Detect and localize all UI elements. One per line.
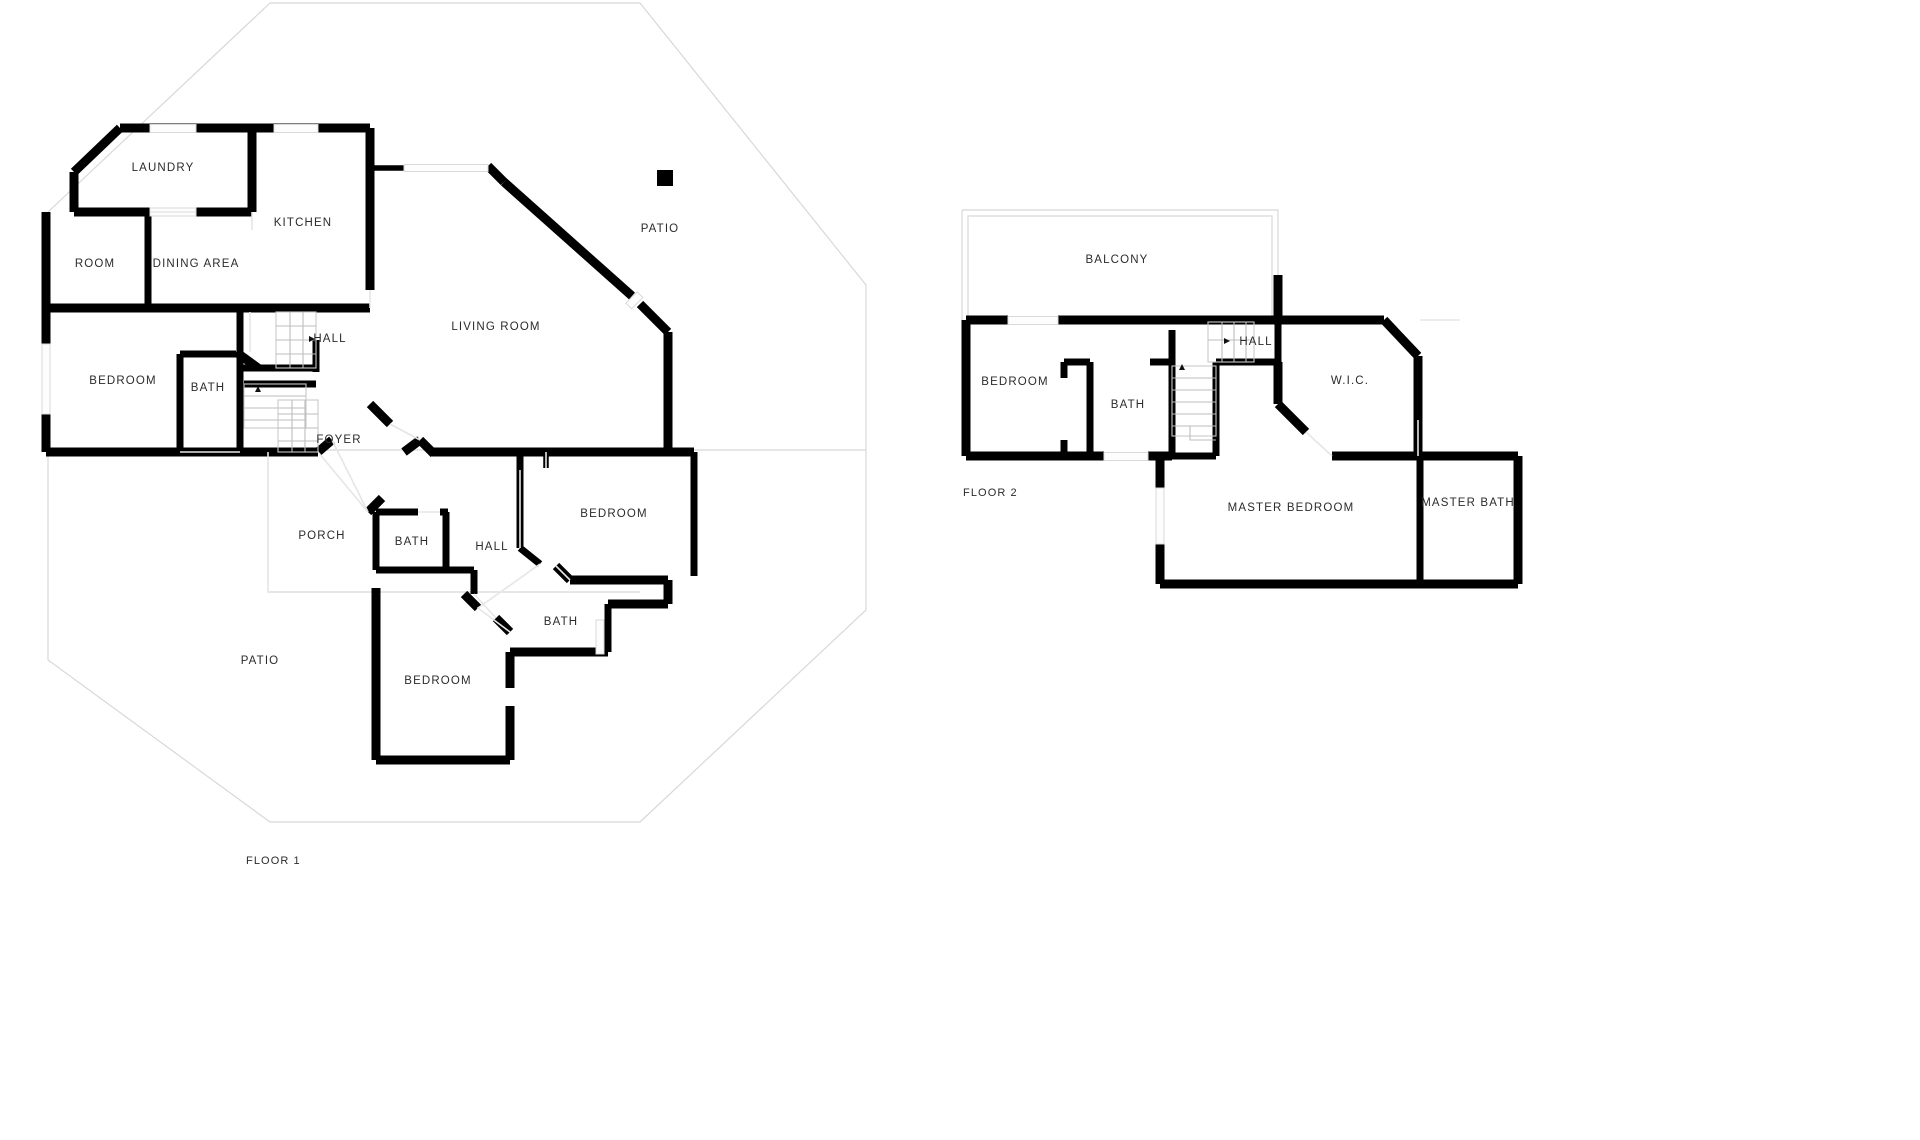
room-label-bedroom-east: BEDROOM	[580, 508, 647, 520]
window-living-ne	[625, 291, 644, 310]
floor2-windows	[1007, 316, 1165, 545]
room-label-bath-west: BATH	[191, 382, 225, 394]
room-label-living-room: LIVING ROOM	[451, 321, 540, 333]
window-laundry-n1	[149, 124, 197, 133]
room-label-master-bedroom: MASTER BEDROOM	[1228, 502, 1355, 514]
floor1-room-labels: LAUNDRY KITCHEN ROOM DINING AREA LIVING …	[75, 162, 680, 687]
room-label-bath-south: BATH	[395, 536, 429, 548]
room-label-laundry: LAUNDRY	[132, 162, 195, 174]
floor1-doors	[150, 211, 547, 548]
room-label-patio-bottom: PATIO	[241, 655, 280, 667]
room-label-hall-lower: HALL	[475, 541, 508, 553]
room-label-room: ROOM	[75, 258, 115, 270]
room-label-hall-upper: HALL	[313, 333, 346, 345]
window-kitchen-e	[403, 164, 489, 172]
floor2-balcony-outline	[961, 209, 1460, 321]
floor-2-caption: FLOOR 2	[963, 487, 1018, 499]
floor2-room-labels: BALCONY BEDROOM BATH HALL W.I.C. MASTER …	[981, 254, 1515, 514]
window-kitchen-n1	[273, 124, 319, 133]
room-label-wic: W.I.C.	[1331, 375, 1369, 387]
room-label-bedroom-west: BEDROOM	[89, 375, 156, 387]
room-label-hall-2f: HALL	[1239, 336, 1272, 348]
room-label-dining-area: DINING AREA	[153, 258, 240, 270]
room-label-master-bath: MASTER BATH	[1421, 497, 1515, 509]
patio-marker	[657, 170, 673, 186]
room-label-bath-southeast: BATH	[544, 616, 578, 628]
room-label-foyer: FOYER	[316, 434, 361, 446]
floor1-walls	[41, 123, 698, 765]
room-label-bedroom-2f: BEDROOM	[981, 376, 1048, 388]
window-bedroom-w	[41, 343, 51, 415]
floor2-stairs	[1171, 321, 1255, 441]
room-label-porch: PORCH	[298, 530, 345, 542]
floor-1-caption: FLOOR 1	[246, 855, 301, 867]
room-label-bedroom-south: BEDROOM	[404, 675, 471, 687]
room-label-bath-2f: BATH	[1111, 399, 1145, 411]
room-label-balcony: BALCONY	[1085, 254, 1148, 266]
window-bath-2f-s	[1103, 452, 1149, 461]
floor1-stairs	[243, 311, 319, 453]
window-bath-se	[595, 619, 605, 655]
window-master-bedroom-w	[1155, 487, 1165, 545]
room-label-patio-top: PATIO	[641, 223, 680, 235]
floor1-windows	[41, 124, 644, 655]
floor2-walls	[961, 275, 1523, 589]
room-label-kitchen: KITCHEN	[274, 217, 333, 229]
window-bedroom-2f-n	[1007, 316, 1059, 325]
